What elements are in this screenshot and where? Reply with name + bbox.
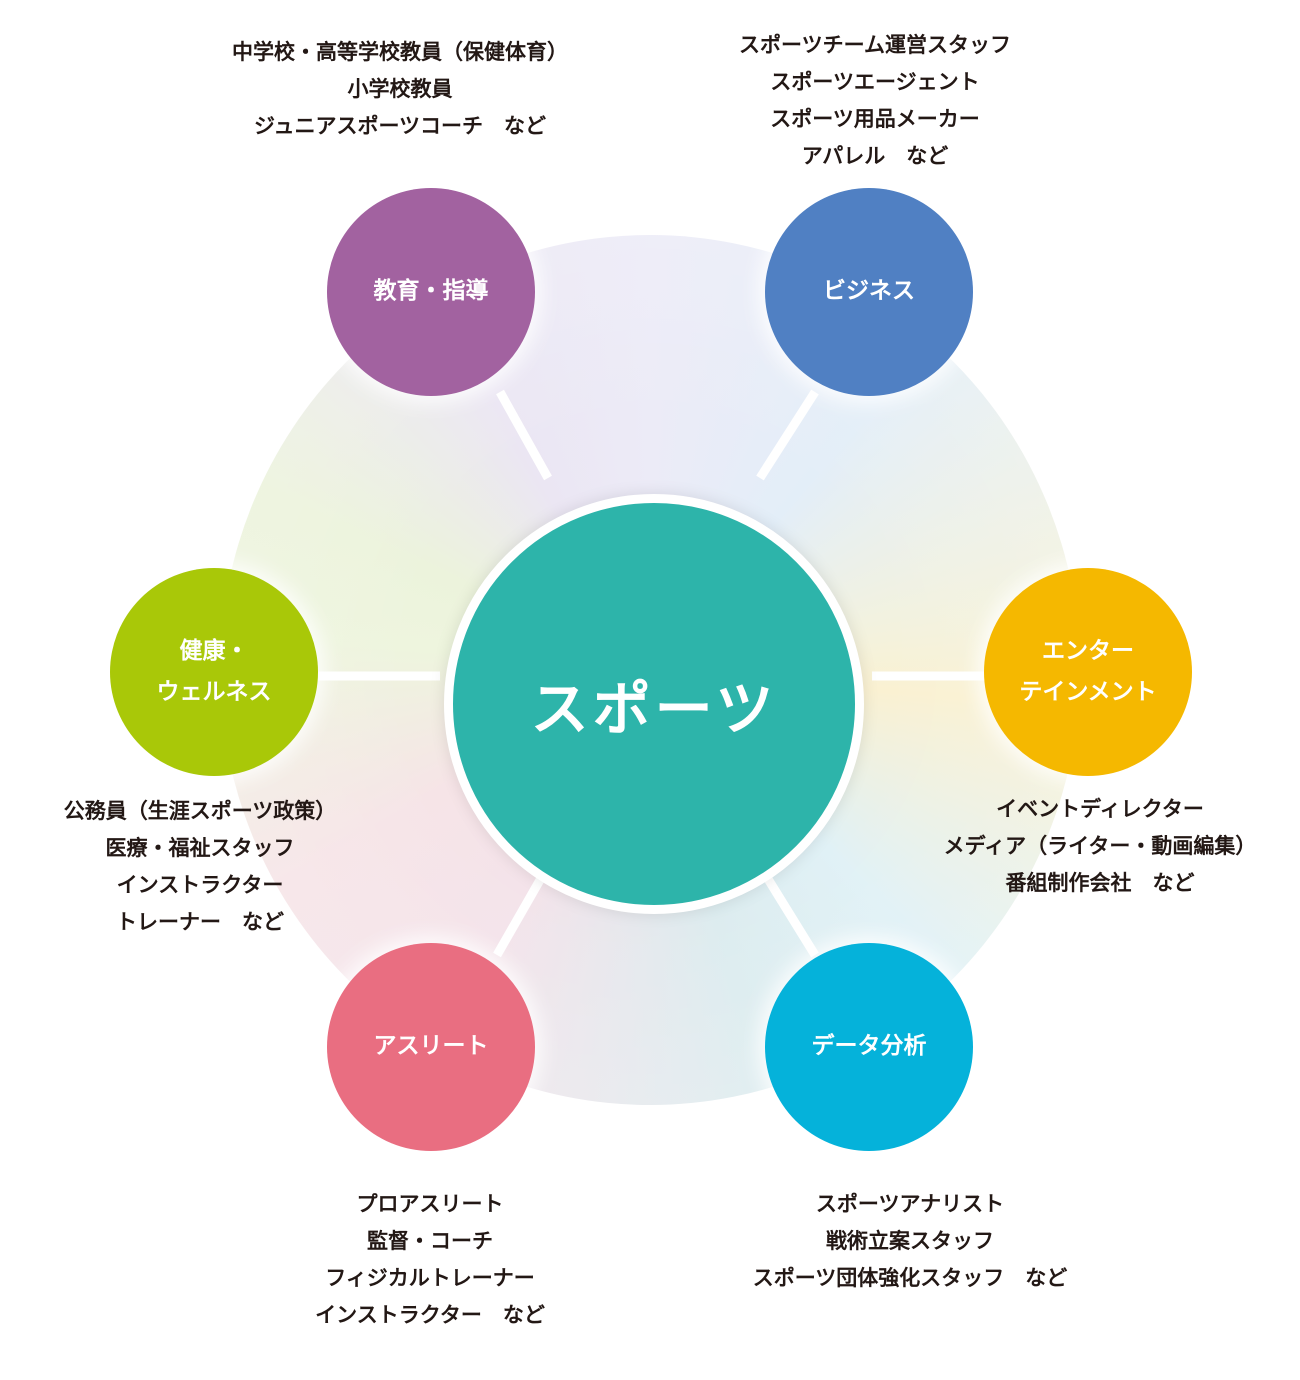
job-item: メディア（ライター・動画編集） [943,834,1257,858]
connector-athlete [493,863,552,958]
category-label-education: 教育・指導 [373,278,489,305]
category-node-data: データ分析 [765,943,973,1151]
job-item: 番組制作会社 など [1005,871,1195,895]
category-label-wellness-line2: ウェルネス [156,679,272,705]
category-node-athlete: アスリート [327,943,535,1151]
category-label-wellness-line1: 健康・ [179,637,249,664]
category-label-entertainment-line2: テインメント [1019,679,1157,705]
center-label: スポーツ [530,675,778,743]
job-item: 小学校教員 [347,77,453,101]
category-label-athlete: アスリート [373,1033,489,1060]
job-list-education: 中学校・高等学校教員（保健体育） 小学校教員 ジュニアスポーツコーチ など [190,34,610,145]
category-label-business: ビジネス [823,278,915,305]
category-label-entertainment-line1: エンター [1042,637,1134,664]
category-label-data: データ分析 [811,1033,927,1060]
job-list-entertainment: イベントディレクター メディア（ライター・動画編集） 番組制作会社 など [915,791,1285,902]
category-node-education: 教育・指導 [327,188,535,396]
job-item: 中学校・高等学校教員（保健体育） [232,40,568,64]
job-item: インストラクター など [315,1303,545,1327]
job-item: イベントディレクター [996,797,1204,821]
job-item: スポーツチーム運営スタッフ [739,33,1011,57]
job-item: 戦術立案スタッフ [826,1229,994,1253]
job-list-business: スポーツチーム運営スタッフ スポーツエージェント スポーツ用品メーカー アパレル… [700,27,1050,175]
job-list-athlete: プロアスリート 監督・コーチ フィジカルトレーナー インストラクター など [280,1186,580,1334]
connector-education [496,389,552,481]
job-item: 監督・コーチ [367,1229,493,1253]
job-item: プロアスリート [356,1192,504,1216]
job-item: スポーツ団体強化スタッフ など [752,1266,1068,1290]
category-node-wellness: 健康・ ウェルネス [110,568,318,776]
connector-data [756,863,819,958]
job-item: インストラクター [116,873,284,897]
center-node-sports: スポーツ [444,494,864,914]
category-node-entertainment: エンター テインメント [984,568,1192,776]
job-item: アパレル など [801,144,949,168]
category-node-business: ビジネス [765,188,973,396]
job-list-data: スポーツアナリスト 戦術立案スタッフ スポーツ団体強化スタッフ など [715,1186,1105,1297]
job-item: スポーツアナリスト [815,1192,1005,1216]
job-list-wellness: 公務員（生涯スポーツ政策） 医療・福祉スタッフ インストラクター トレーナー な… [20,793,380,941]
job-item: トレーナー など [116,910,284,934]
job-item: フィジカルトレーナー [325,1266,535,1290]
job-item: 公務員（生涯スポーツ政策） [63,799,337,823]
job-item: スポーツ用品メーカー [770,107,980,131]
job-item: スポーツエージェント [770,70,980,94]
job-item: ジュニアスポーツコーチ など [253,114,547,138]
job-item: 医療・福祉スタッフ [105,836,295,860]
connector-business [756,389,819,481]
